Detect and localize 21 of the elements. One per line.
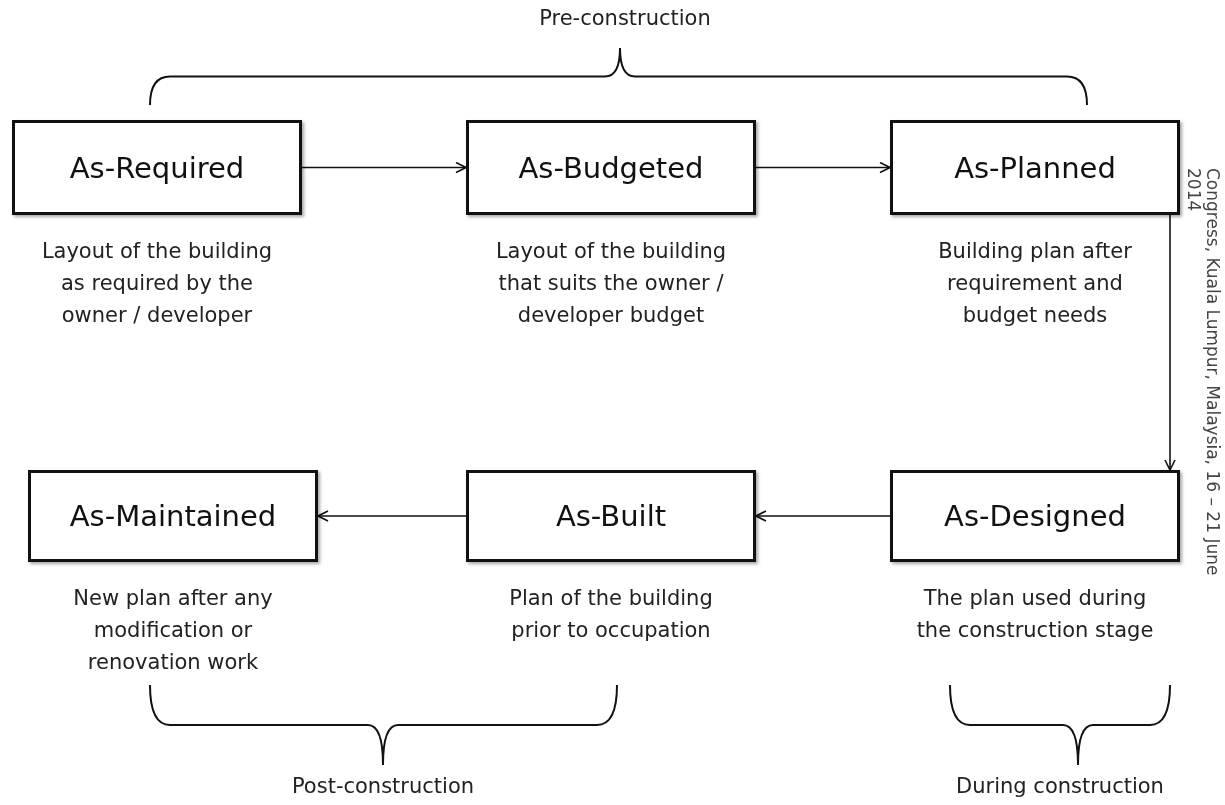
stage-description: Layout of the building as required by the owner / developer [40,238,274,329]
stage-description: Layout of the building that suits the owner / developer budget [494,238,728,329]
stage-box: As-Designed [890,470,1180,562]
arrow [755,510,891,522]
stage-box: As-Maintained [28,470,318,562]
stage-box: As-Budgeted [466,120,756,215]
arrow [1164,214,1176,471]
stage-box: As-Required [12,120,302,215]
phase-label: During construction [956,774,1164,798]
arrow [301,161,467,174]
stage-description: Plan of the building prior to occupation [508,585,714,644]
phase-label: Post-construction [291,774,475,798]
stage-description: New plan after any modification or renovation work [72,585,274,676]
stage-description: Building plan after requirement and budget needs [937,238,1133,329]
stage-box: As-Planned [890,120,1180,215]
footer-text: Congress, Kuala Lumpur, Malaysia, 16 – 21 June 2014 [1184,168,1222,578]
phase-label: Pre-construction [539,6,711,30]
stage-description: The plan used during the construction stage [915,585,1155,644]
arrow [755,161,891,174]
arrow [317,510,467,522]
stage-box: As-Built [466,470,756,562]
